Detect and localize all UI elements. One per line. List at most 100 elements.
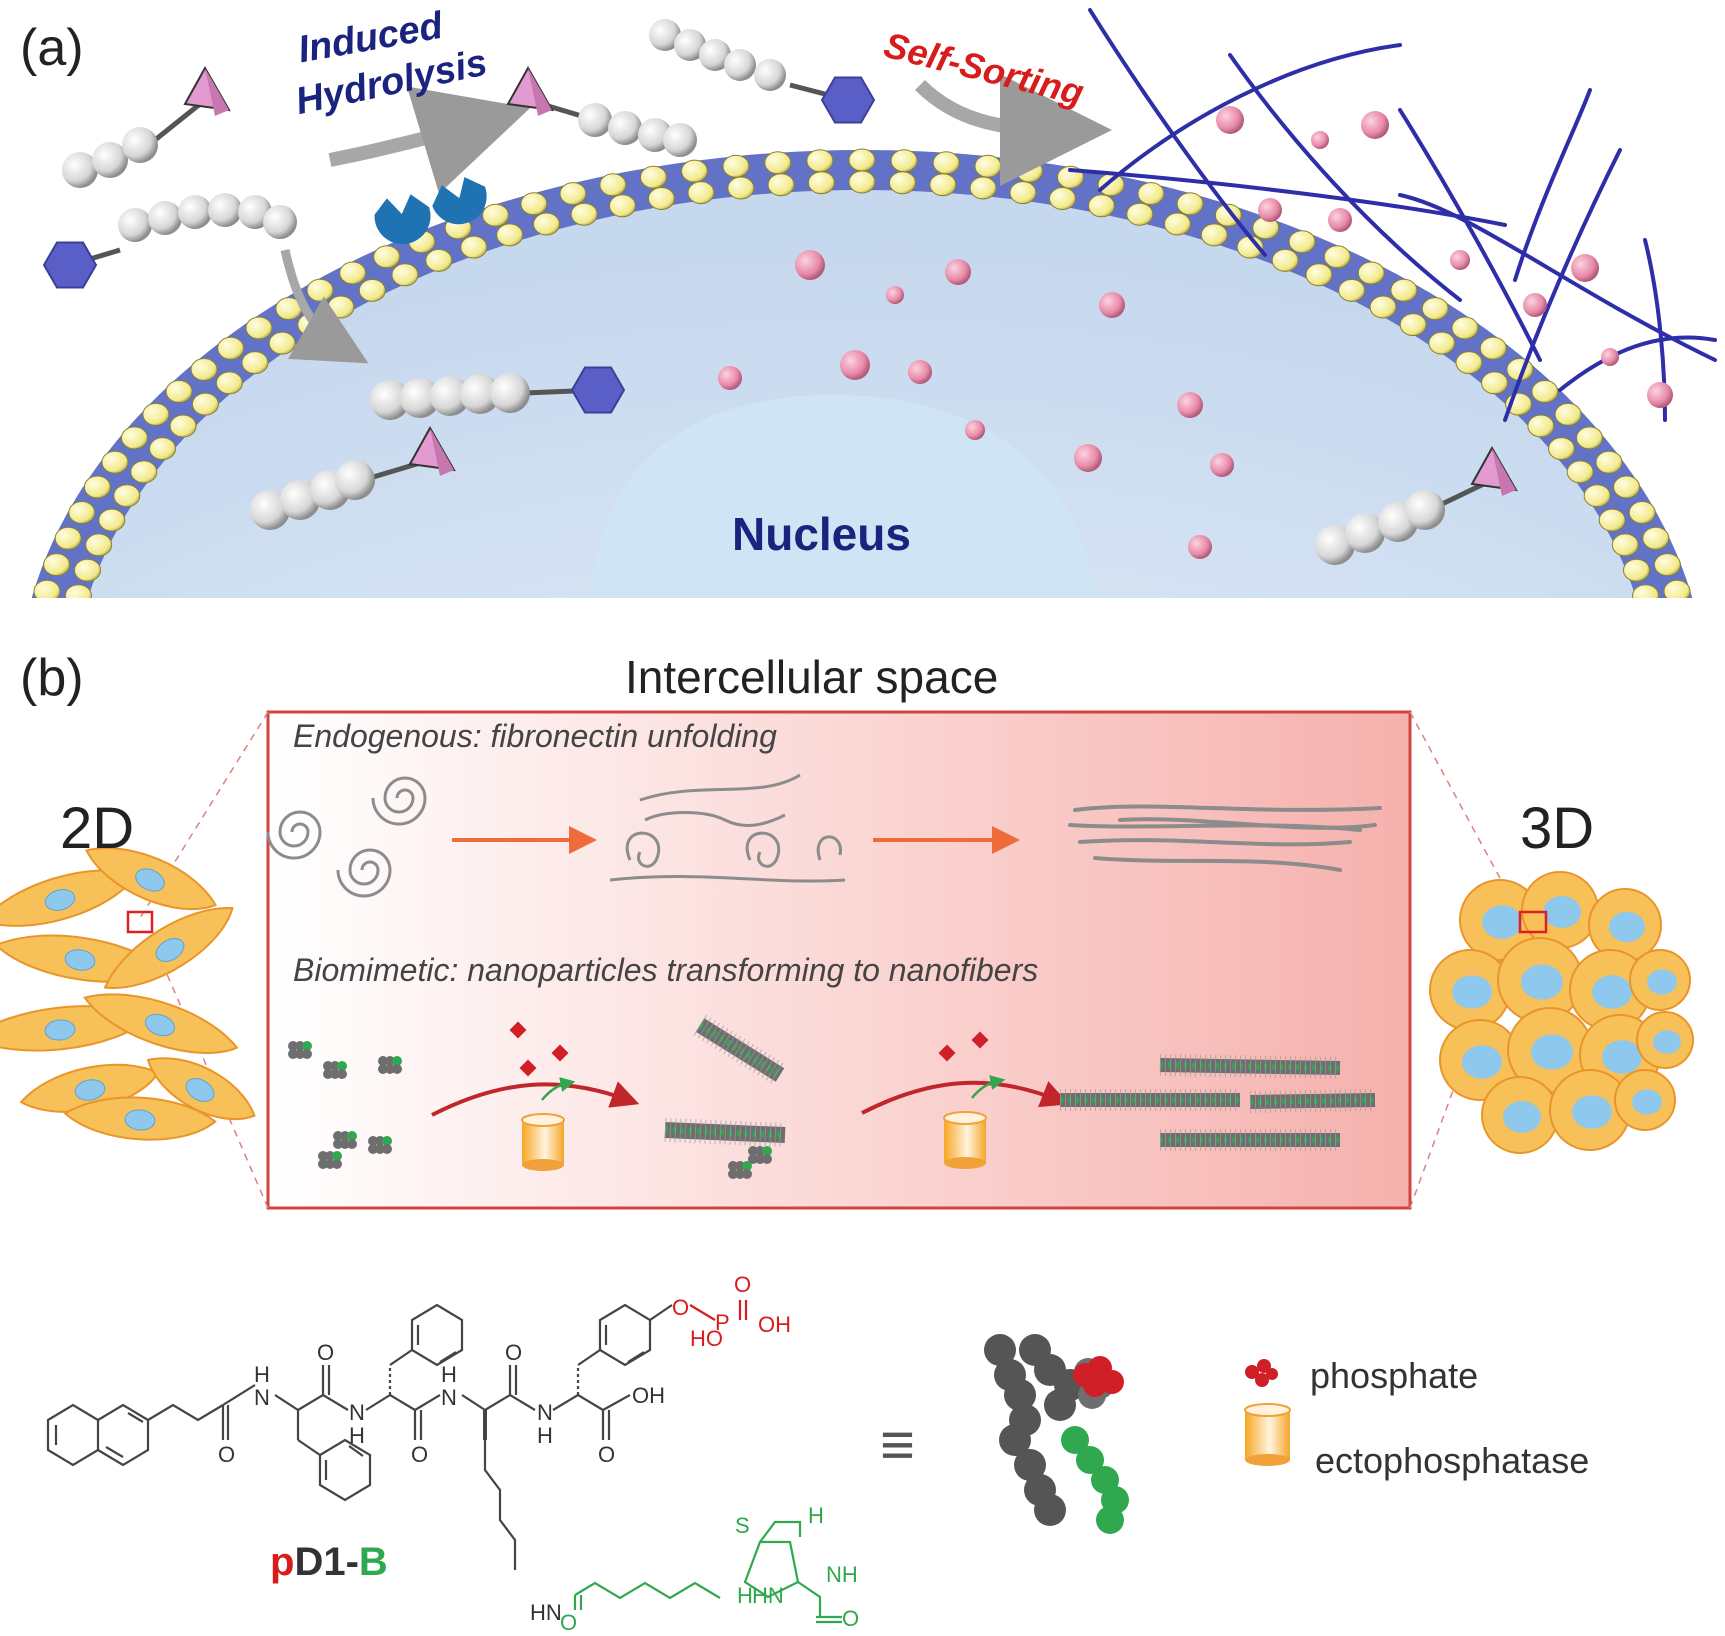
- atom-oh-p: OH: [758, 1312, 791, 1337]
- lipid-head: [391, 263, 419, 287]
- transform-arrow-2: [861, 1080, 1070, 1115]
- nanoparticle-bead: [368, 1136, 378, 1146]
- lipid-head: [520, 192, 548, 216]
- bead: [92, 142, 128, 178]
- cell-3d-nucleus: [1521, 964, 1563, 1000]
- cell-2d-nucleus: [185, 1078, 215, 1102]
- lipid-head: [98, 508, 126, 532]
- lipid-head: [68, 501, 96, 524]
- lipid-head: [358, 278, 386, 302]
- cell-3d-nucleus: [1482, 905, 1522, 939]
- lipid-head: [648, 187, 675, 210]
- bead: [674, 29, 706, 61]
- nanoparticle-bead: [330, 1061, 340, 1071]
- atom-gray: [984, 1334, 1016, 1366]
- nanoparticle-bead: [375, 1136, 385, 1146]
- lipid-head: [190, 358, 218, 381]
- pink-sphere: [908, 360, 932, 384]
- fibronectin-unfolding: [609, 773, 846, 883]
- nanoparticle-bead: [340, 1139, 350, 1149]
- pink-sphere: [1311, 131, 1329, 149]
- cell-2d-nucleus: [44, 889, 76, 911]
- lipid-head: [121, 426, 148, 450]
- phosphate: [509, 1021, 527, 1039]
- nanoparticle-bead: [742, 1161, 752, 1171]
- cell-2d-nucleus: [155, 938, 185, 962]
- cell-3d-nucleus: [1452, 975, 1492, 1009]
- nanoparticle-bead: [378, 1056, 388, 1066]
- pink-sphere: [1523, 293, 1547, 317]
- lipid-head: [191, 392, 219, 416]
- atom-gray: [1034, 1494, 1066, 1526]
- pink-sphere: [1210, 453, 1234, 477]
- lipid-head: [1137, 182, 1165, 206]
- lipid-head: [165, 380, 193, 403]
- lipid-head: [1421, 297, 1449, 321]
- nanoparticle-bead: [385, 1056, 395, 1066]
- cell-2d-nucleus: [64, 949, 96, 971]
- lipid-head: [33, 579, 61, 598]
- pyramid-face: [528, 68, 552, 116]
- cell-3d-nucleus: [1592, 975, 1632, 1009]
- pink-sphere: [1571, 254, 1599, 282]
- pink-sphere: [1216, 106, 1244, 134]
- transform-arrow-1: [431, 1081, 640, 1117]
- atom-s: S: [735, 1513, 750, 1538]
- cell-3d-nucleus: [1462, 1045, 1502, 1079]
- nanoparticle-bead: [392, 1064, 402, 1074]
- lipid-head: [1455, 351, 1483, 375]
- lipid-head: [306, 278, 334, 302]
- intercellular-title: Intercellular space: [625, 651, 999, 703]
- nanoparticle-bead: [748, 1154, 758, 1164]
- pink-sphere: [886, 286, 904, 304]
- lipid-head: [241, 351, 269, 375]
- nanoparticle-bead: [375, 1144, 385, 1154]
- bead: [430, 376, 470, 416]
- atom-o-double: O: [734, 1272, 752, 1297]
- atom-gray: [1044, 1389, 1076, 1421]
- nanofiber: [1249, 1089, 1376, 1113]
- nanoparticle-bead: [762, 1154, 772, 1164]
- phosphate-legend-icon: [1245, 1359, 1278, 1387]
- lipid-head: [83, 475, 111, 499]
- atom-gray: [1004, 1379, 1036, 1411]
- nanofiber-network: [1068, 8, 1717, 422]
- bead: [122, 127, 158, 163]
- lipid-head: [1009, 181, 1037, 205]
- bead: [578, 103, 612, 137]
- pink-spheres: [718, 106, 1673, 559]
- lipid-head: [1390, 278, 1418, 302]
- cells-2d: [0, 847, 256, 1141]
- lipid-head: [681, 159, 708, 183]
- atom-o-urea: O: [842, 1606, 860, 1631]
- cell-2d: [103, 907, 234, 989]
- nanoparticle-bead: [742, 1169, 752, 1179]
- lipid-head: [1527, 414, 1555, 438]
- lipid-head: [764, 151, 792, 175]
- bead: [148, 201, 182, 235]
- cell-2d: [63, 1096, 217, 1141]
- nucleus-shape: [590, 395, 1095, 598]
- lipid-head: [54, 526, 82, 550]
- lipid-head: [460, 235, 488, 259]
- atom-red: [1083, 1373, 1107, 1397]
- nanoparticle-bead: [385, 1064, 395, 1074]
- bead: [490, 373, 530, 413]
- nanofiber: [693, 1014, 787, 1086]
- lipid-head: [339, 261, 367, 285]
- panel-a-label: (a): [20, 19, 84, 77]
- lipid-head: [1016, 159, 1043, 183]
- lipid-head: [1479, 336, 1507, 360]
- lipid-head: [687, 181, 715, 205]
- cell-3d-nucleus: [1609, 911, 1645, 943]
- lipid-head: [327, 295, 355, 319]
- pink-sphere: [1099, 292, 1125, 318]
- atom-o3: O: [411, 1442, 429, 1467]
- pink-sphere: [840, 350, 870, 380]
- lipid-head: [1126, 202, 1154, 226]
- fibronectin-fibers: [1068, 804, 1382, 872]
- lipid-head: [1049, 187, 1076, 210]
- label-2d: 2D: [60, 796, 135, 861]
- bead: [178, 195, 212, 229]
